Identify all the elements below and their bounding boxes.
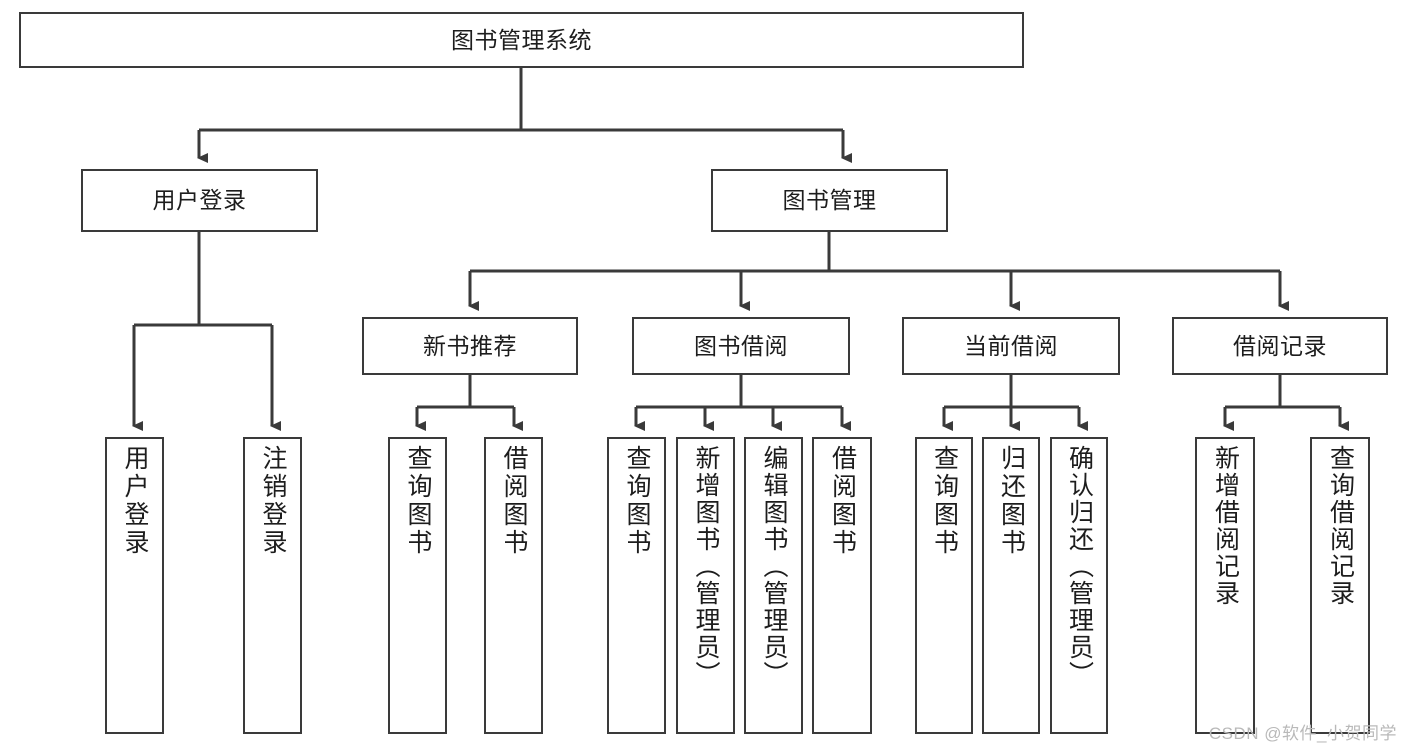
node-book-management[interactable]: 图书管理	[711, 169, 948, 232]
node-label: 当前借阅	[964, 332, 1058, 359]
node-label: 图书管理	[782, 187, 877, 214]
leaf-current-borrow-query[interactable]: 查询图书	[915, 437, 973, 734]
node-book-borrow[interactable]: 图书借阅	[632, 317, 850, 375]
leaf-current-borrow-return[interactable]: 归还图书	[982, 437, 1040, 734]
node-label: 注销登录	[259, 445, 287, 557]
node-label: 借阅记录	[1233, 332, 1327, 359]
node-root-book-management-system[interactable]: 图书管理系统	[19, 12, 1024, 68]
node-label: 图书管理系统	[451, 26, 592, 53]
node-label: 借阅图书	[828, 445, 857, 557]
leaf-book-borrow-query[interactable]: 查询图书	[607, 437, 666, 734]
leaf-book-borrow-edit-admin[interactable]: 编辑图书（管理员）	[744, 437, 803, 734]
node-user-login[interactable]: 用户登录	[81, 169, 318, 232]
leaf-user-login-signout[interactable]: 注销登录	[243, 437, 302, 734]
leaf-user-login-signin[interactable]: 用户登录	[105, 437, 164, 734]
csdn-watermark: CSDN @软件_小贺同学	[1208, 724, 1397, 743]
node-current-borrow[interactable]: 当前借阅	[902, 317, 1120, 375]
node-label: 编辑图书（管理员）	[760, 445, 788, 688]
node-label: 图书借阅	[694, 332, 788, 359]
node-label: 用户登录	[121, 445, 149, 557]
node-new-book-recommend[interactable]: 新书推荐	[362, 317, 578, 375]
leaf-new-book-query[interactable]: 查询图书	[388, 437, 447, 734]
node-label: 查询借阅记录	[1326, 445, 1355, 607]
node-label: 查询图书	[404, 445, 432, 557]
node-label: 查询图书	[930, 445, 959, 557]
node-label: 用户登录	[152, 187, 247, 214]
leaf-book-borrow-borrow[interactable]: 借阅图书	[812, 437, 872, 734]
leaf-borrow-record-add[interactable]: 新增借阅记录	[1195, 437, 1255, 734]
leaf-current-borrow-confirm-return-admin[interactable]: 确认归还（管理员）	[1050, 437, 1108, 734]
node-label: 借阅图书	[500, 445, 528, 557]
node-label: 查询图书	[623, 445, 651, 557]
leaf-book-borrow-add-admin[interactable]: 新增图书（管理员）	[676, 437, 735, 734]
leaf-new-book-borrow[interactable]: 借阅图书	[484, 437, 543, 734]
node-label: 新书推荐	[423, 332, 517, 359]
node-borrow-record[interactable]: 借阅记录	[1172, 317, 1388, 375]
node-label: 归还图书	[997, 445, 1026, 557]
leaf-borrow-record-query[interactable]: 查询借阅记录	[1310, 437, 1370, 734]
node-label: 新增图书（管理员）	[692, 445, 720, 688]
node-label: 新增借阅记录	[1211, 445, 1240, 607]
node-label: 确认归还（管理员）	[1065, 445, 1094, 688]
